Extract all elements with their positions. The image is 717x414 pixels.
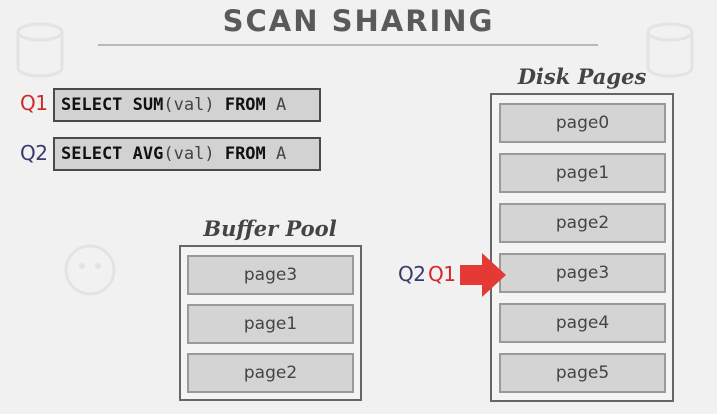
query-label-q2: Q2: [20, 141, 48, 165]
query-sql-q2: SELECT AVG(val) FROM A: [53, 137, 321, 171]
title-underline: [98, 44, 598, 46]
sql-argument: (val): [163, 144, 215, 164]
background-face-icon: [64, 244, 116, 296]
disk-page: page5: [499, 353, 666, 393]
cursor-label-q2: Q2: [398, 262, 426, 286]
sql-from-keyword: FROM: [224, 144, 266, 164]
sql-from-keyword: FROM: [224, 95, 266, 115]
disk-page: page1: [499, 153, 666, 193]
sql-function: AVG: [132, 144, 164, 164]
background-database-icon: [16, 22, 64, 78]
buffer-page: page2: [187, 353, 354, 393]
disk-pages-title: Disk Pages: [517, 64, 647, 89]
query-sql-q1: SELECT SUM(val) FROM A: [53, 88, 321, 122]
disk-pages-panel: page0 page1 page2 page3 page4 page5: [490, 93, 674, 402]
sql-table: A: [276, 144, 287, 164]
sql-table: A: [276, 95, 287, 115]
disk-page: page4: [499, 303, 666, 343]
sql-select-keyword: SELECT: [61, 144, 123, 164]
buffer-pool-panel: page3 page1 page2: [179, 245, 362, 401]
query-label-q1: Q1: [20, 91, 48, 115]
sql-argument: (val): [163, 95, 215, 115]
buffer-page: page1: [187, 304, 354, 344]
buffer-pool-title: Buffer Pool: [203, 216, 337, 241]
disk-page: page0: [499, 103, 666, 143]
sql-function: SUM: [132, 95, 164, 115]
buffer-page: page3: [187, 255, 354, 295]
disk-page: page3: [499, 253, 666, 293]
sql-select-keyword: SELECT: [61, 95, 123, 115]
disk-page: page2: [499, 203, 666, 243]
cursor-label-q1: Q1: [428, 262, 456, 286]
background-database-icon: [646, 22, 694, 78]
scan-cursor-arrow-icon: [460, 253, 506, 297]
slide-title: SCAN SHARING: [222, 4, 495, 38]
